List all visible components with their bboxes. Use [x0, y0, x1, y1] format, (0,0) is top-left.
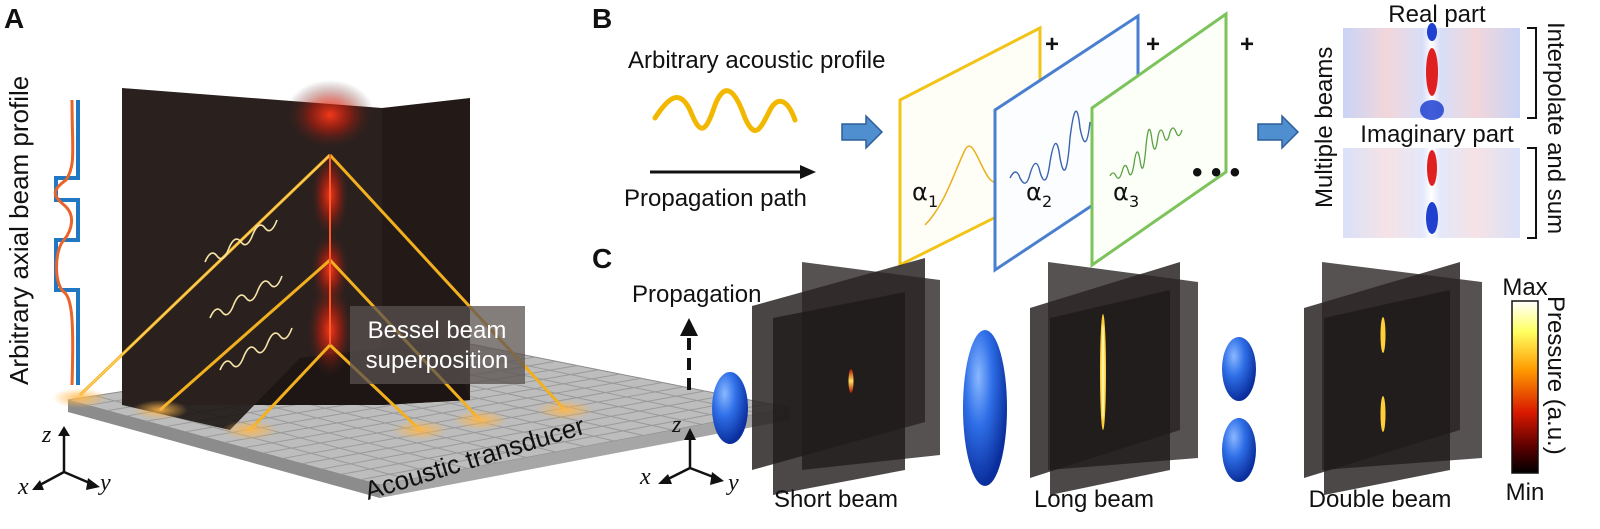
- svg-text:α: α: [1026, 178, 1042, 206]
- axis-a-z: z: [41, 422, 52, 448]
- panel-b-letter: B: [592, 3, 612, 34]
- interpolate-label: Interpolate and sum: [1542, 22, 1569, 234]
- axes-a: [32, 426, 100, 490]
- superposition-label-box: [350, 306, 525, 384]
- blue-step-profile: [54, 100, 80, 385]
- superposition-label-line1: Bessel beam: [368, 317, 507, 344]
- real-part-label: Real part: [1388, 1, 1486, 28]
- superposition-label-line2: superposition: [366, 347, 509, 374]
- svg-text:1: 1: [928, 192, 938, 211]
- bracket-top: [1527, 27, 1537, 119]
- beam-pad-glows: [52, 388, 593, 440]
- frame-3-symbol: α 3: [1113, 178, 1139, 211]
- imaginary-part-map: [1343, 148, 1520, 238]
- svg-text:α: α: [912, 178, 928, 206]
- plus-2: +: [1146, 31, 1160, 58]
- bessel-beams: [78, 153, 567, 432]
- wave-packets: [204, 219, 293, 371]
- axis-c-z: z: [671, 412, 682, 438]
- ellipsis: • • •: [1192, 156, 1240, 189]
- double-beam-label: Double beam: [1309, 486, 1452, 513]
- axes-c: [658, 428, 724, 485]
- arrow-b1: [841, 114, 884, 150]
- plus-1: +: [1045, 31, 1059, 58]
- multiple-beams-label: Multiple beams: [1311, 47, 1338, 208]
- axis-a-y: y: [98, 470, 111, 496]
- profile-label: Arbitrary acoustic profile: [628, 47, 885, 74]
- panel-a-letter: A: [4, 3, 24, 34]
- grid-line: [223, 373, 621, 443]
- propagation-label: Propagation: [632, 281, 761, 308]
- svg-text:3: 3: [1129, 192, 1139, 211]
- axial-profile-label: Arbitrary axial beam profile: [4, 76, 34, 385]
- axis-c-y: y: [726, 470, 739, 496]
- grid-line: [360, 403, 769, 481]
- grid-line: [301, 390, 706, 465]
- arrow-b2: [1257, 114, 1300, 150]
- bracket-bottom: [1527, 147, 1537, 239]
- profile-wave: [652, 88, 798, 133]
- short-beam-label: Short beam: [774, 486, 898, 513]
- frame-1-symbol: α 1: [912, 178, 938, 211]
- colorbar: [1511, 300, 1539, 474]
- grid-line: [243, 377, 642, 449]
- colorbar-label: Pressure (a.u.): [1542, 296, 1569, 455]
- axial-profile-plot: [53, 99, 80, 386]
- axis-a-x: x: [17, 474, 29, 500]
- plus-3: +: [1240, 31, 1254, 58]
- double-beam-scene: [1222, 262, 1482, 495]
- grid-line: [340, 399, 748, 475]
- path-label: Propagation path: [624, 185, 807, 212]
- svg-text:2: 2: [1042, 192, 1052, 211]
- grid-line: [321, 394, 727, 470]
- real-part-map: [1343, 23, 1520, 120]
- long-beam-label: Long beam: [1034, 486, 1154, 513]
- colorbar-max: Max: [1502, 274, 1547, 301]
- colorbar-min: Min: [1506, 479, 1545, 506]
- axis-c-x: x: [639, 464, 651, 490]
- long-beam-scene: [963, 262, 1198, 495]
- orange-smooth-profile: [53, 99, 75, 386]
- panel-c-letter: C: [592, 243, 612, 274]
- imaginary-part-label: Imaginary part: [1360, 121, 1514, 148]
- frame-2-symbol: α 2: [1026, 178, 1052, 211]
- svg-text:α: α: [1113, 178, 1129, 206]
- short-beam-scene: [712, 258, 940, 495]
- frame-3: [1090, 11, 1228, 268]
